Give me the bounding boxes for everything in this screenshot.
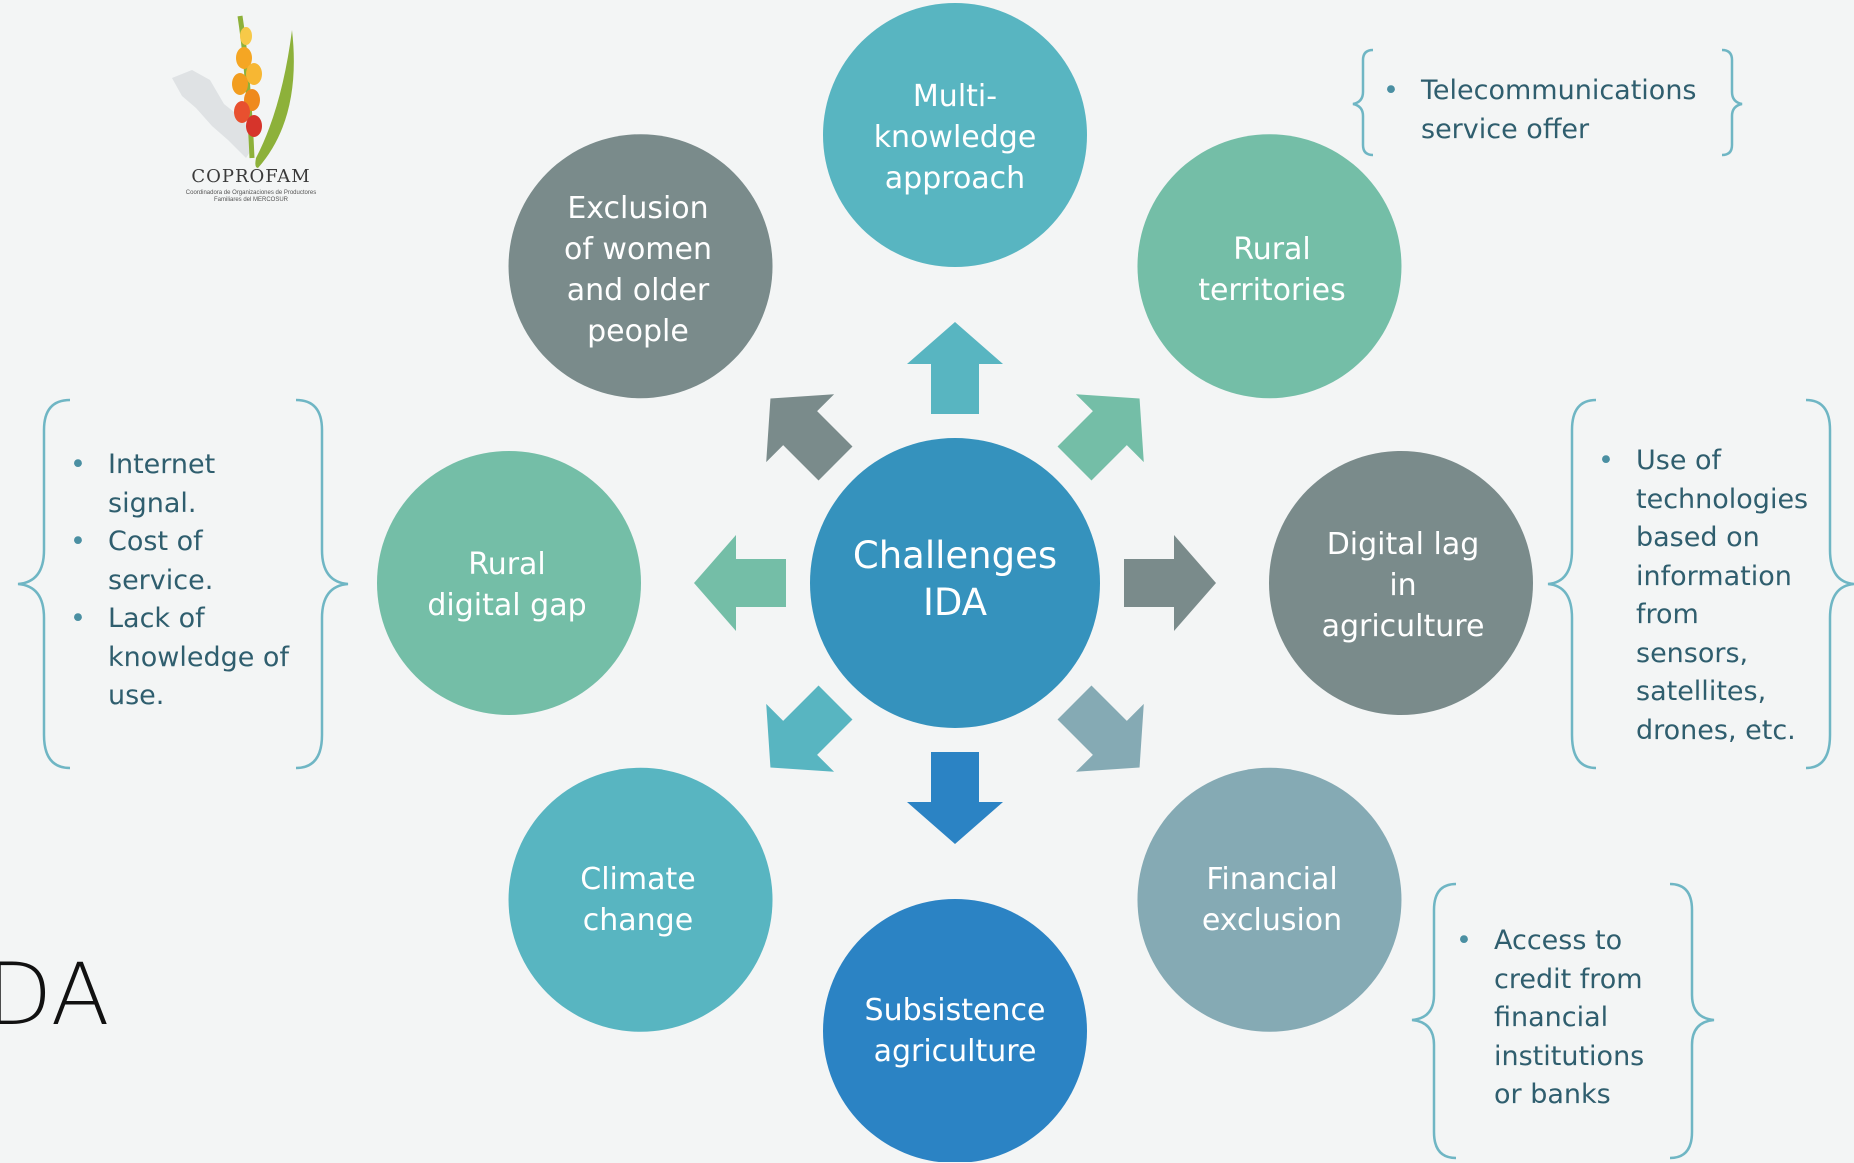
brace-digital-lag-right [1805,398,1854,770]
brace-digital-gap-right [295,398,349,770]
brace-telecom-right [1721,48,1743,157]
coprofam-logo: COPROFAM Coordinadora de Organizaciones … [162,8,332,208]
note-financial-item: Access to credit from financial institut… [1456,922,1676,1115]
circles-layer [377,3,1533,1162]
wheat-logo-icon [172,15,294,168]
node-exclusion-of-women-and-older-people-circle [508,134,773,399]
arrow-to-digital-lag-in-agriculture [1124,535,1216,631]
note-telecom-item: Telecommunications service offer [1383,72,1713,149]
arrow-to-financial-exclusion [1057,685,1144,772]
arrow-to-rural-territories [1057,394,1144,481]
brace-financial-right [1669,882,1715,1160]
arrow-to-subsistence-agriculture [907,752,1003,844]
note-digital-gap: Internet signal. Cost of service. Lack o… [70,446,320,716]
node-rural-territories-circle [1137,134,1402,399]
node-financial-exclusion-circle [1137,767,1402,1032]
brace-telecom-left [1352,48,1374,157]
arrow-to-climate-change [766,685,853,772]
center-challenges-circle [810,438,1100,728]
note-digital-lag-item: Use of technologies based on information… [1598,442,1808,750]
arrows-layer [694,322,1216,844]
brace-digital-gap-left [17,398,71,770]
brace-digital-lag-left [1547,398,1597,770]
note-financial: Access to credit from financial institut… [1456,922,1676,1115]
brace-financial-left [1411,882,1457,1160]
note-telecom: Telecommunications service offer [1383,72,1713,149]
note-digital-gap-item: Cost of service. [70,523,320,600]
note-digital-gap-item: Internet signal. [70,446,320,523]
arrow-to-multi-knowledge-approach [907,322,1003,414]
node-digital-lag-in-agriculture-circle [1269,451,1533,715]
node-rural-digital-gap-circle [377,451,641,715]
note-digital-lag: Use of technologies based on information… [1598,442,1808,750]
logo-subtitle: Coordinadora de Organizaciones de Produc… [185,190,317,203]
logo-name: COPROFAM [191,166,311,187]
node-multi-knowledge-approach-circle [823,3,1087,267]
node-subsistence-agriculture-circle [823,899,1087,1162]
note-digital-gap-item: Lack of knowledge of use. [70,600,320,716]
arrow-to-rural-digital-gap [694,535,786,631]
node-climate-change-circle [508,767,773,1032]
brace-group [17,48,1854,1160]
arrow-to-exclusion-of-women-and-older-people [766,394,853,481]
background-title-fragment: DA [0,945,110,1045]
